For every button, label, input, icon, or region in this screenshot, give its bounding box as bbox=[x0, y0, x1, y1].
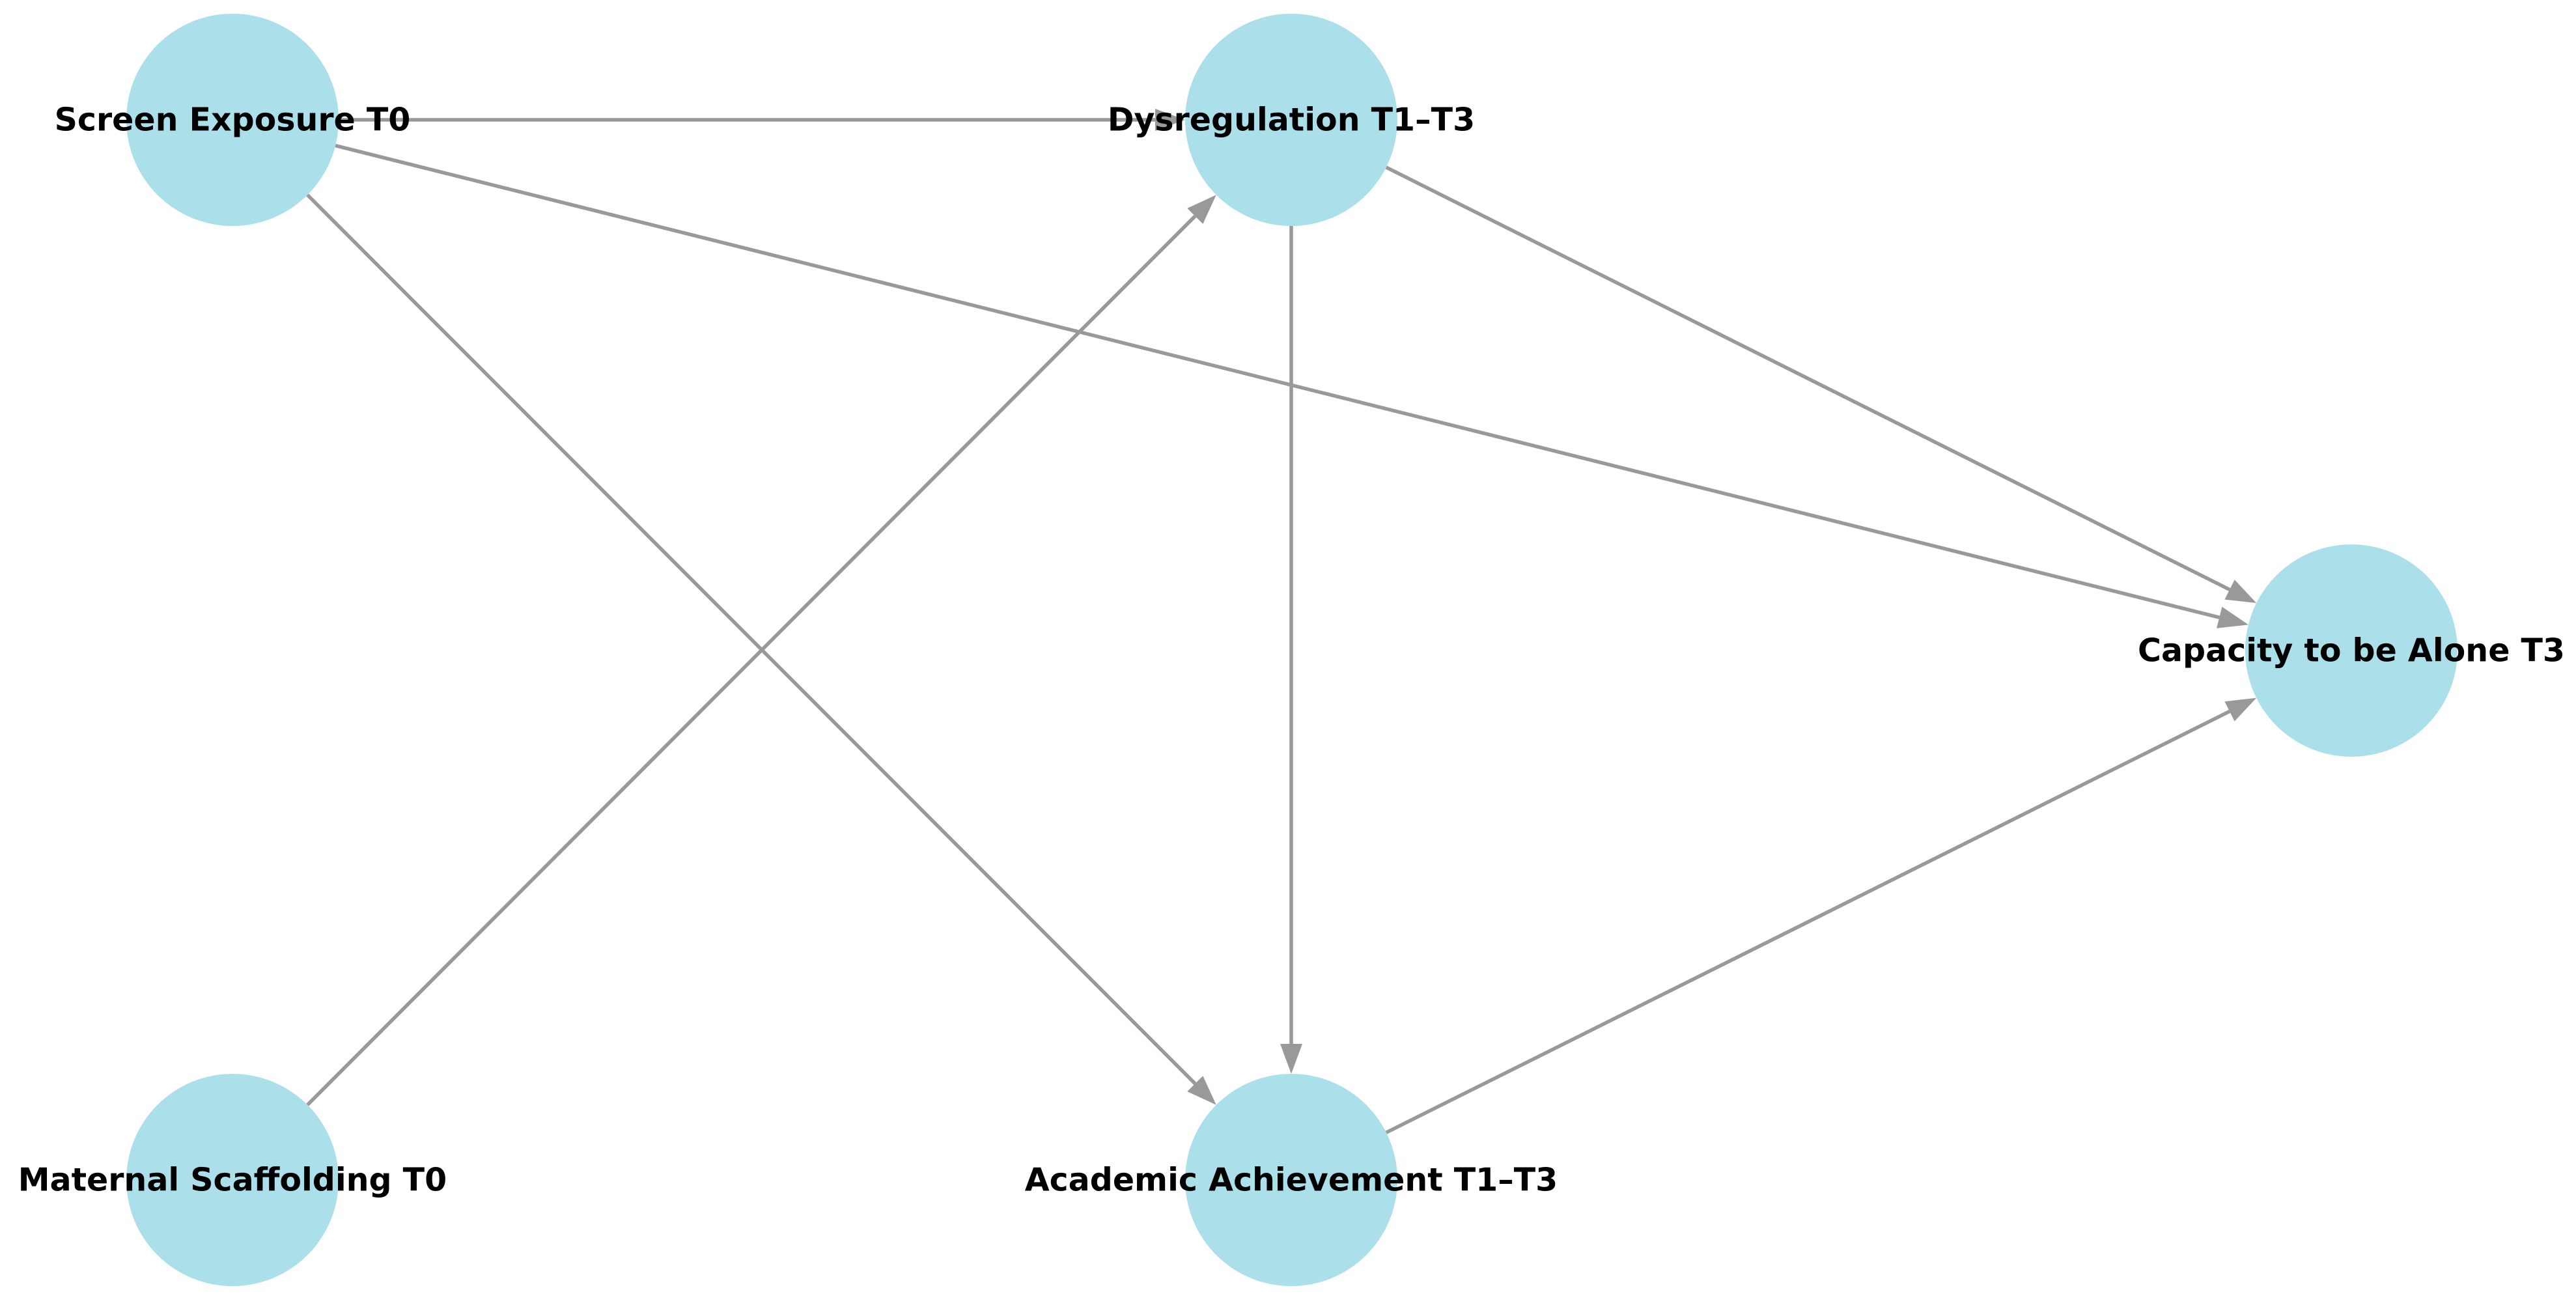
edges-layer bbox=[306, 109, 2257, 1134]
arrowhead-icon bbox=[1187, 195, 1216, 224]
arrowhead-icon bbox=[1155, 109, 1185, 131]
node-academic bbox=[1185, 1074, 1397, 1286]
edge-line bbox=[1385, 165, 2231, 591]
edge-dysreg-to-academic bbox=[1280, 226, 1302, 1074]
nodes-layer bbox=[126, 14, 2457, 1286]
edge-line bbox=[1385, 709, 2231, 1134]
node-label-dysreg: Dysregulation T1–T3 bbox=[1108, 102, 1475, 139]
node-dysreg bbox=[1185, 14, 1397, 226]
edge-maternal-to-dysreg bbox=[306, 195, 1216, 1106]
arrowhead-icon bbox=[1280, 1044, 1302, 1074]
node-label-academic: Academic Achievement T1–T3 bbox=[1025, 1162, 1558, 1199]
arrowhead-icon bbox=[2217, 606, 2248, 628]
node-capacity bbox=[2245, 544, 2457, 757]
edge-screen-to-academic bbox=[306, 193, 1216, 1105]
labels-layer: Screen Exposure T0 Dysregulation T1–T3Cap… bbox=[18, 102, 2565, 1199]
edge-academic-to-capacity bbox=[1385, 697, 2257, 1134]
edge-line bbox=[306, 193, 1197, 1086]
edge-line bbox=[335, 143, 2220, 619]
edge-dysreg-to-capacity bbox=[1385, 165, 2257, 603]
arrowhead-icon bbox=[2224, 580, 2257, 603]
edge-line bbox=[306, 214, 1197, 1106]
edge-screen-to-capacity bbox=[335, 143, 2248, 628]
edge-screen-to-dysreg bbox=[339, 109, 1185, 131]
node-label-maternal: Maternal Scaffolding T0 bbox=[18, 1162, 447, 1199]
node-maternal bbox=[126, 1074, 339, 1286]
node-screen bbox=[126, 14, 339, 226]
arrowhead-icon bbox=[2224, 697, 2257, 722]
node-label-screen: Screen Exposure T0 bbox=[55, 102, 411, 139]
node-label-capacity: Capacity to be Alone T3 bbox=[2138, 632, 2565, 669]
arrowhead-icon bbox=[1187, 1076, 1216, 1105]
